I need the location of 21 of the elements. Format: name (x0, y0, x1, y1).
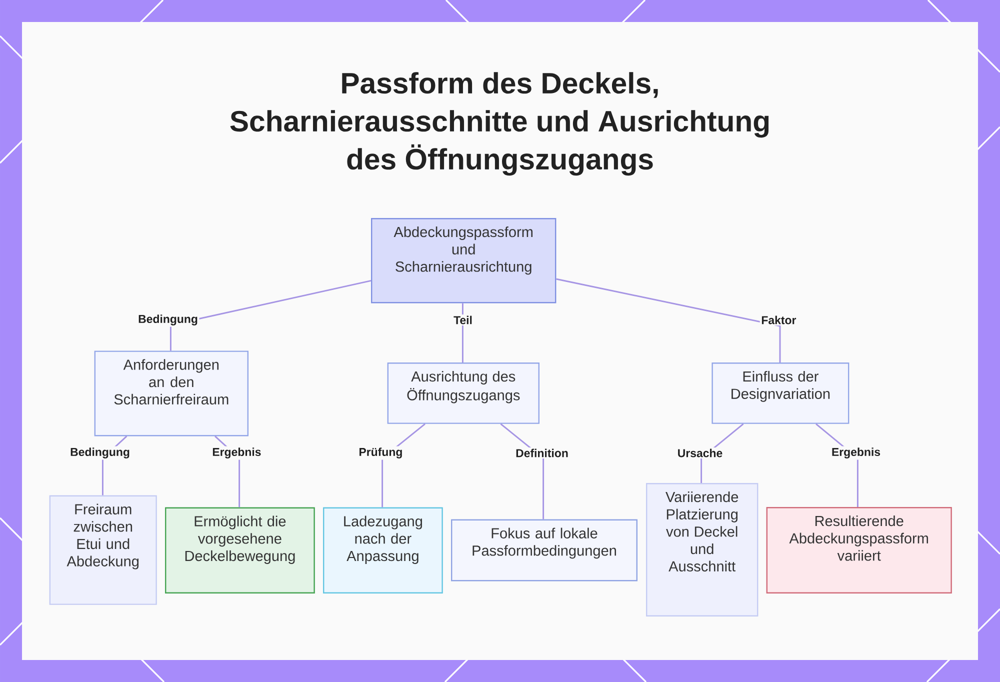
edge-label: Ursache (676, 447, 724, 459)
title: Passform des Deckels, Scharnierausschnitte und Ausrichtung des Öffnungszugangs (230, 72, 769, 176)
category-box: Ausrichtung des Öffnungszugangs (387, 362, 540, 424)
edge-label: Definition (514, 447, 570, 459)
category-box: Anforderungen an den Scharnierfreiraum (94, 350, 248, 436)
detail-box: Ladezugang nach der Anpassung (323, 507, 443, 594)
edge-label: Ergebnis (210, 446, 263, 460)
detail-box: Fokus auf lokale Passformbedingungen (451, 519, 638, 582)
topic-box: Abdeckungspassform und Scharnierausrichtung (371, 218, 556, 304)
detail-box: Ermöglicht die vorgesehene Deckelbewegung (165, 507, 315, 594)
edge-label: Ergebnis (830, 446, 882, 460)
detail-box: Freiraum zwischen Etui und Abdeckung (49, 495, 157, 605)
category-box: Einfluss der Designvariation (712, 362, 850, 424)
edge-label: Prüfung (357, 446, 404, 460)
edge-label: Teil (452, 314, 474, 326)
connector-line (556, 278, 781, 362)
edge-label: Bedingung (136, 313, 200, 327)
detail-box: Resultierende Abdeckungspassform variiert (766, 507, 952, 594)
connector-line (462, 303, 464, 362)
detail-box: Variierende Platzierung von Deckel und Ausschnitt (646, 483, 758, 616)
edge-label: Bedingung (68, 446, 132, 460)
